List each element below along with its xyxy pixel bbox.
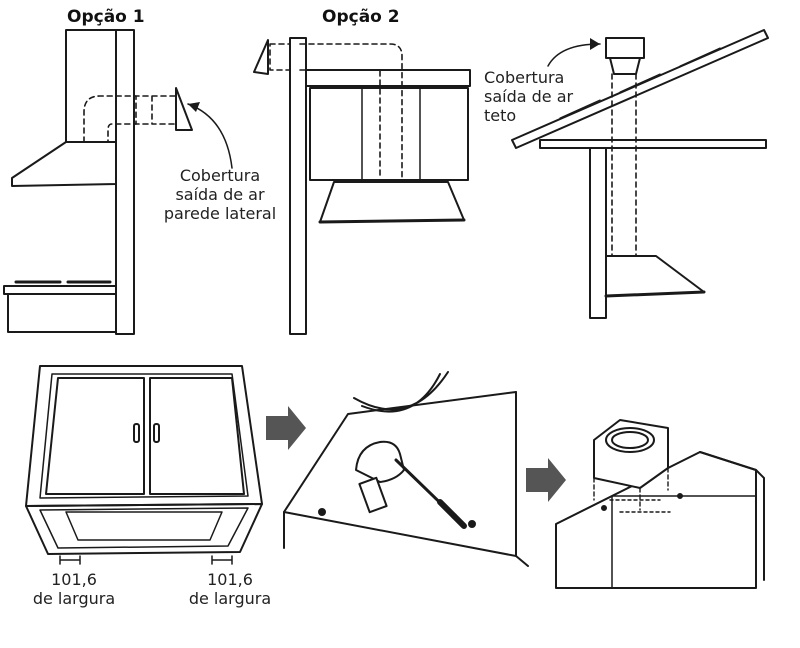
cabinet-drawing [25, 365, 263, 565]
hood-body [555, 451, 757, 589]
roof-slope [511, 29, 769, 149]
roof-hood [605, 255, 705, 297]
wall-cap-label-line1: Cobertura [179, 166, 261, 185]
option1-duct [83, 95, 137, 143]
wall-cap-label-line2: saída de ar [175, 185, 265, 204]
wall-cap-label: Cobertura saída de ar parede lateral [156, 166, 284, 223]
hood-assembly-drawing [555, 419, 765, 589]
option2-shelf [305, 69, 471, 87]
option1-wall-cap [175, 87, 193, 131]
roof-cap-label-line1: Cobertura [484, 68, 565, 87]
dimension-marker-left [59, 555, 81, 565]
mounting-drawing [283, 371, 529, 567]
option2-title: Opção 2 [322, 7, 400, 27]
option2-duct [299, 43, 403, 179]
callout-arrow-wall [187, 103, 233, 169]
option2-drawing [253, 37, 471, 335]
cabinet-handle-right [153, 423, 160, 443]
cabinet-handle-left [133, 423, 140, 443]
option2-hood [319, 181, 465, 223]
cabinet-door-left [45, 377, 145, 495]
roof-wall [589, 147, 607, 319]
dimension-left-unit: de largura [32, 589, 116, 608]
cabinet-door-right [149, 377, 245, 495]
roof-cap-label: Cobertura saída de ar teto [484, 68, 573, 125]
option1-drawing [3, 29, 193, 335]
ceiling [539, 139, 767, 149]
duct-opening [353, 371, 449, 413]
option1-counter [3, 285, 117, 295]
option1-hood [11, 141, 117, 187]
option1-title: Opção 1 [67, 7, 145, 27]
roof-duct [611, 73, 637, 257]
dimension-label-right: 101,6 de largura [184, 570, 276, 608]
dimension-right-unit: de largura [188, 589, 272, 608]
option1-wall [115, 29, 135, 335]
dimension-left-value: 101,6 [51, 570, 97, 589]
wall-cap-label-line3: parede lateral [163, 204, 277, 223]
adapter-collar [605, 427, 655, 453]
option2-wall-cap [253, 39, 269, 75]
option2-cabinet [309, 87, 469, 181]
arrow-right-icon [266, 406, 306, 450]
cabinet-bottom [25, 503, 263, 555]
option1-wall-cap-box [151, 95, 177, 125]
option2-wall [289, 37, 307, 335]
roof-cap-label-line3: teto [484, 106, 517, 125]
hand-icon [355, 440, 405, 483]
roof-drawing [511, 29, 769, 319]
roof-cap [605, 37, 645, 59]
roof-cap-label-line2: saída de ar [484, 87, 574, 106]
dimension-label-left: 101,6 de largura [28, 570, 120, 608]
dimension-marker-right [211, 555, 233, 565]
arrow-right-icon [526, 458, 566, 502]
option1-cabinet [7, 293, 117, 333]
dimension-right-value: 101,6 [207, 570, 253, 589]
